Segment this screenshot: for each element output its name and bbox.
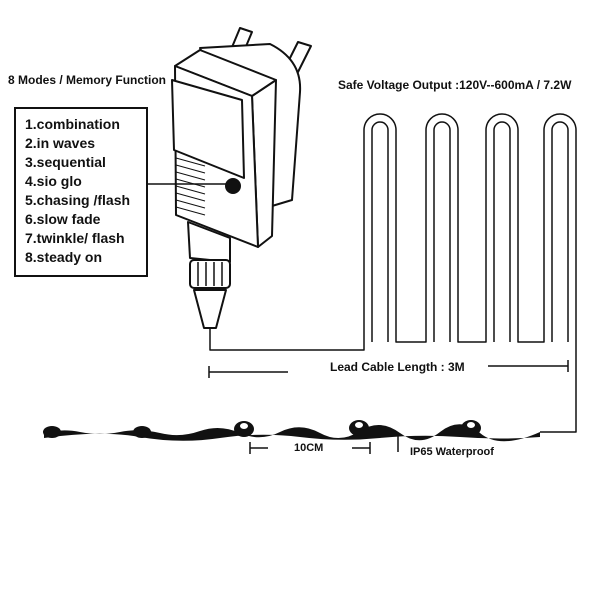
modes-list-box: 1.combination 2.in waves 3.sequential 4.… xyxy=(14,107,148,277)
connector-ribs xyxy=(197,262,223,286)
lead-cable-label: Lead Cable Length : 3M xyxy=(330,360,465,374)
bulb-highlight xyxy=(355,422,363,428)
led-bulb-2 xyxy=(133,426,151,438)
rope-inner-outline xyxy=(371,121,569,342)
waterproof-label: IP65 Waterproof xyxy=(410,446,494,458)
mode-item: 6.slow fade xyxy=(25,211,101,227)
connector-tail xyxy=(193,289,227,329)
spacing-dimension xyxy=(249,442,371,454)
led-bulb-1 xyxy=(43,426,61,438)
mode-item: 3.sequential xyxy=(25,154,106,170)
mode-item: 8.steady on xyxy=(25,249,103,265)
controller-plug-illustration xyxy=(171,27,312,329)
mode-item: 1.combination xyxy=(25,116,120,132)
controller-window xyxy=(171,79,245,179)
strip-body xyxy=(44,424,540,442)
mode-item: 7.twinkle/ flash xyxy=(25,230,125,246)
lead-cable-dimension xyxy=(208,360,569,378)
mode-button xyxy=(225,178,241,194)
mode-item: 4.sio glo xyxy=(25,173,82,189)
voltage-label: Safe Voltage Output :120V--600mA / 7.2W xyxy=(338,78,572,92)
modes-title: 8 Modes / Memory Function xyxy=(8,73,167,87)
device-mode-text xyxy=(175,157,206,216)
mode-item: 2.in waves xyxy=(25,135,96,151)
bulb-highlight xyxy=(240,423,248,429)
modes-list: 1.combination 2.in waves 3.sequential 4.… xyxy=(25,115,146,267)
mode-item: 5.chasing /flash xyxy=(25,192,131,208)
lead-cable-and-rope xyxy=(209,113,577,433)
light-strip xyxy=(43,420,540,442)
connector-nut xyxy=(189,259,231,289)
bulb-highlight xyxy=(467,422,475,428)
spacing-label: 10CM xyxy=(294,442,324,454)
